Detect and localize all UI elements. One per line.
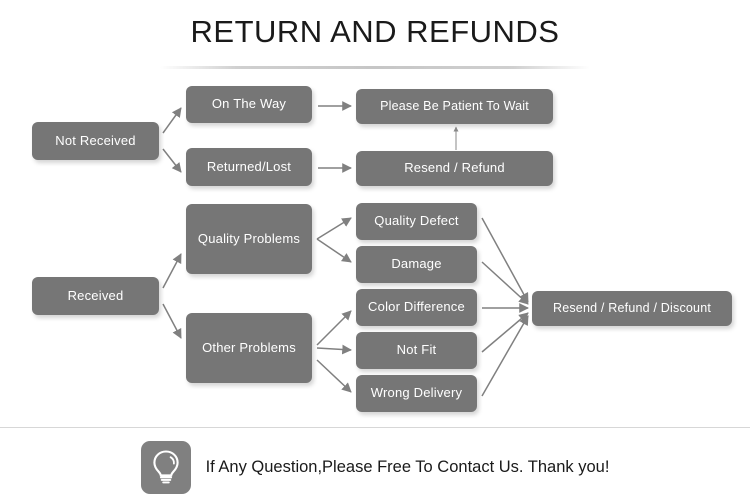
flow-node-label: Wrong Delivery <box>370 385 463 401</box>
footer: If Any Question,Please Free To Contact U… <box>0 437 750 497</box>
flow-node-label: Please Be Patient To Wait <box>380 99 529 114</box>
flow-node-label: Resend / Refund <box>404 160 505 176</box>
arrow-wrong-delivery-to-final <box>481 315 529 397</box>
title-divider <box>160 66 590 69</box>
flow-node-label: Color Difference <box>368 299 465 315</box>
flow-node-label: Received <box>67 287 124 303</box>
arrow-not-fit-to-final <box>481 312 529 353</box>
page-title: RETURN AND REFUNDS <box>190 14 560 49</box>
flow-node-on-the-way: On The Way <box>186 86 312 123</box>
flow-node-color-difference: Color Difference <box>356 289 477 326</box>
arrow-damage-to-final <box>481 261 529 305</box>
lightbulb-icon <box>140 440 191 494</box>
flow-node-resend-refund-discount: Resend / Refund / Discount <box>532 291 732 326</box>
flow-node-label: Other Problems <box>202 339 296 355</box>
flow-node-damage: Damage <box>356 246 477 283</box>
flow-node-quality-problems: Quality Problems <box>186 204 312 274</box>
arrow-other-problems-to-not-fit <box>316 344 352 355</box>
arrow-not-received-to-returned-lost <box>162 148 182 173</box>
flow-node-not-received: Not Received <box>32 122 159 160</box>
flow-node-label: On The Way <box>211 96 287 112</box>
arrow-quality-defect-to-final <box>481 217 529 303</box>
arrow-quality-problems-to-damage <box>316 238 352 263</box>
flow-node-label: Quality Problems <box>197 230 301 246</box>
arrow-not-received-to-on-the-way <box>162 107 182 134</box>
flow-node-label: Quality Defect <box>374 213 459 229</box>
arrow-received-to-quality-problems <box>162 253 182 289</box>
flow-node-label: Resend / Refund / Discount <box>552 301 712 316</box>
flow-node-resend-refund: Resend / Refund <box>356 151 553 186</box>
arrow-other-problems-to-color-difference <box>316 310 352 346</box>
flow-node-label: Damage <box>391 256 442 272</box>
footer-divider <box>0 427 750 428</box>
flow-node-quality-defect: Quality Defect <box>356 203 477 240</box>
arrow-received-to-other-problems <box>162 303 182 339</box>
arrow-other-problems-to-wrong-delivery <box>316 359 352 393</box>
flow-node-received: Received <box>32 277 159 315</box>
flow-node-label: Not Received <box>55 132 136 148</box>
flow-node-label: Not Fit <box>396 342 437 358</box>
flow-node-please-be-patient: Please Be Patient To Wait <box>356 89 553 124</box>
flow-node-other-problems: Other Problems <box>186 313 312 383</box>
flow-node-not-fit: Not Fit <box>356 332 477 369</box>
flow-node-returned-lost: Returned/Lost <box>186 148 312 186</box>
flow-node-label: Returned/Lost <box>206 158 292 174</box>
arrow-quality-problems-to-quality-defect <box>316 217 352 240</box>
footer-text: If Any Question,Please Free To Contact U… <box>205 457 610 476</box>
flow-node-wrong-delivery: Wrong Delivery <box>356 375 477 412</box>
